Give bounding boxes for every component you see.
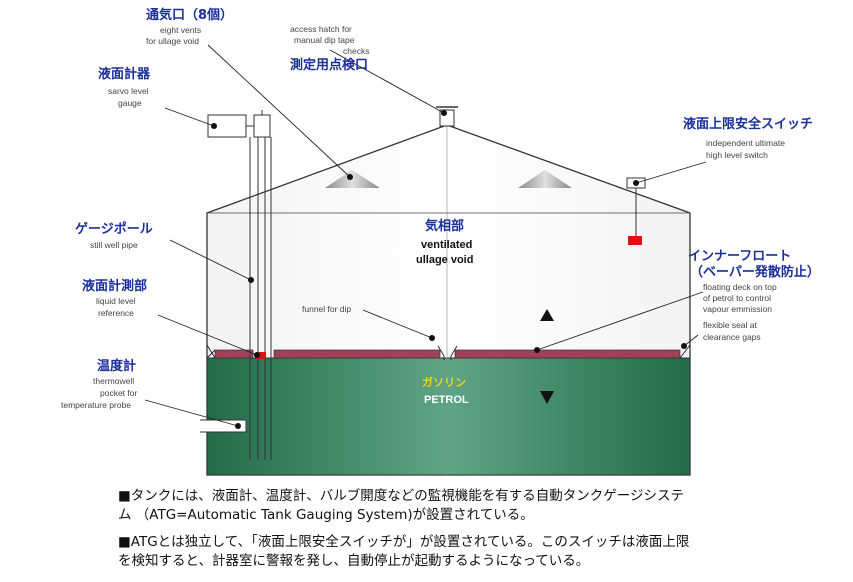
servo-level-gauge	[207, 110, 271, 138]
vents-label-en-2: for ullage void	[146, 36, 199, 46]
petrol-liquid	[206, 357, 691, 476]
hatch-label-en-2: manual dip tape	[294, 35, 355, 45]
seal-right	[679, 344, 691, 359]
vent-left	[325, 170, 380, 188]
notes-block: ■タンクには、液面計、温度計、バルブ開度などの監視機能を有する自動タンクゲージシ…	[118, 487, 838, 579]
hatch-label-en-1: access hatch for	[290, 24, 352, 34]
seal-label-en-2: clearance gaps	[703, 332, 761, 342]
funnel-label-en: funnel for dip	[302, 304, 351, 314]
servo-label-jp: 液面計器	[98, 66, 151, 82]
note-1-line-2: ム （ATG=Automatic Tank Gauging System)が設置…	[118, 507, 534, 523]
access-hatch	[436, 106, 458, 127]
dip-funnel	[437, 345, 458, 360]
ullage-label-en-1: ventilated	[421, 239, 472, 251]
vents-label-jp: 通気口（8個）	[146, 7, 233, 23]
note-2-line-2: を検知すると、計器室に警報を発し、自動停止が起動するようになっている。	[118, 553, 590, 569]
petrol-label-en: PETROL	[424, 394, 469, 406]
stillwell-label-jp: ゲージポール	[75, 221, 153, 237]
switch-label-jp: 液面上限安全スイッチ	[683, 116, 813, 132]
float-label-en-2: of petrol to control	[703, 293, 771, 303]
thermo-label-en-3: temperature probe	[61, 400, 131, 410]
vent-right	[518, 170, 572, 188]
hatch-label-en-3: checks	[343, 46, 369, 56]
thermo-label-en-1: thermowell	[93, 376, 134, 386]
leader-lines	[144, 44, 707, 429]
level-down-arrow	[540, 391, 554, 404]
servo-label-en-1: sarvo level	[108, 86, 149, 96]
floating-deck	[214, 349, 681, 359]
switch-label-en-2: high level switch	[706, 150, 768, 160]
float-label-en-3: vapour emmission	[703, 304, 772, 314]
note-1: ■タンクには、液面計、温度計、バルブ開度などの監視機能を有する自動タンクゲージシ…	[118, 487, 838, 525]
note-1-line-1: ■タンクには、液面計、温度計、バルブ開度などの監視機能を有する自動タンクゲージシ…	[118, 488, 684, 504]
seal-label-en-1: flexible seal at	[703, 320, 758, 330]
float-label-jp-2: （ベーパー発散防止）	[690, 264, 820, 280]
seal-left	[206, 344, 216, 359]
note-2-line-1: ■ATGとは独立して、「液面上限安全スイッチが」が設置されている。このスイッチは…	[118, 534, 690, 550]
switch-label-en-1: independent ultimate	[706, 138, 785, 148]
servo-label-en-2: gauge	[118, 98, 142, 108]
vents-label-en-1: eight vents	[160, 25, 201, 35]
note-2: ■ATGとは独立して、「液面上限安全スイッチが」が設置されている。このスイッチは…	[118, 533, 838, 571]
thermo-label-en-2: pocket for	[100, 388, 137, 398]
reference-label-en-1: liquid level	[96, 296, 136, 306]
stillwell-label-en: still well pipe	[90, 240, 138, 250]
float-label-en-1: floating deck on top	[703, 282, 777, 292]
petrol-label-jp: ガソリン	[422, 375, 466, 389]
thermowell-pocket	[200, 419, 247, 433]
float-label-jp-1: インナーフロート	[688, 249, 791, 264]
thermo-label-jp: 温度計	[97, 358, 136, 374]
level-up-arrow	[540, 309, 554, 321]
reference-label-en-2: reference	[98, 308, 134, 318]
still-well-pipe	[249, 137, 272, 460]
reference-label-jp: 液面計測部	[82, 278, 147, 294]
hatch-label-jp: 測定用点検口	[290, 57, 368, 73]
ullage-label-en-2: ullage void	[416, 254, 473, 266]
ullage-label-jp: 気相部	[425, 218, 464, 234]
